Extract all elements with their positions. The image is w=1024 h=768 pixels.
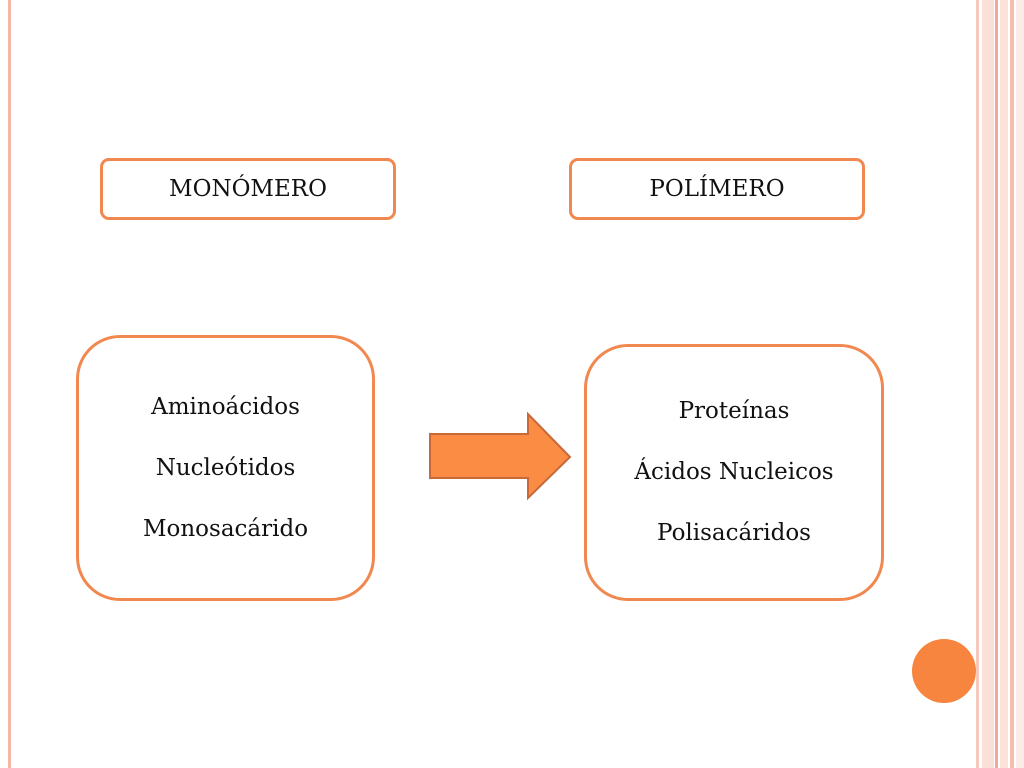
left-border-rule	[8, 0, 11, 768]
stripe	[1000, 0, 1008, 768]
monomer-item: Monosacárido	[142, 515, 309, 542]
monomer-item: Nucleótidos	[155, 454, 296, 481]
monomer-header-label: MONÓMERO	[169, 176, 327, 202]
monomer-item: Aminoácidos	[151, 393, 300, 420]
polymer-item: Proteínas	[678, 398, 790, 424]
polymer-header-label: POLÍMERO	[649, 176, 785, 202]
polymer-item: Polisacáridos	[657, 520, 811, 546]
stripe	[1010, 0, 1014, 768]
monomer-header-box: MONÓMERO	[100, 158, 396, 220]
polymer-header-box: POLÍMERO	[569, 158, 865, 220]
circle-icon	[912, 639, 976, 703]
stripe	[1016, 0, 1024, 768]
stripe	[995, 0, 998, 768]
stripe	[982, 0, 994, 768]
stripe	[976, 0, 979, 768]
polymer-item: Ácidos Nucleicos	[634, 459, 834, 485]
polymer-list-box: Proteínas Ácidos Nucleicos Polisacáridos	[584, 344, 884, 601]
monomer-list-box: Aminoácidos Nucleótidos Monosacárido	[76, 335, 375, 601]
right-arrow-icon	[429, 412, 572, 501]
arrow-shape	[429, 412, 572, 501]
right-decorative-stripes	[976, 0, 1024, 768]
